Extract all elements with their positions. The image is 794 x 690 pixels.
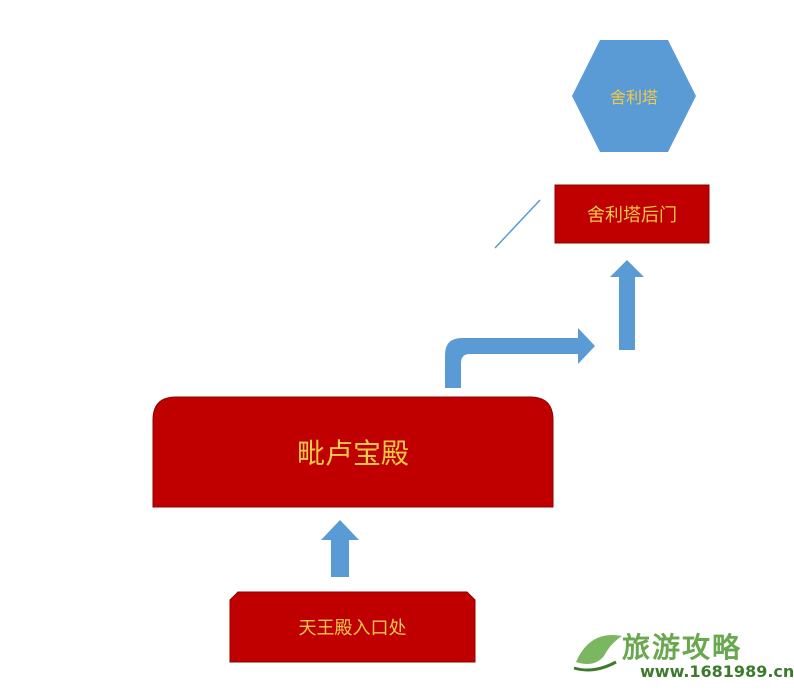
back-gate-box <box>554 184 710 244</box>
pagoda-label: 舍利塔 <box>609 88 658 107</box>
up-arrow-to-back-gate <box>610 260 644 350</box>
watermark-url: www.1681989.cn <box>640 662 794 681</box>
up-arrow-to-main-hall <box>321 520 359 577</box>
leaf-logo-icon <box>573 635 622 672</box>
back-gate-label: 舍利塔后门 <box>587 205 677 226</box>
bent-arrow <box>445 328 595 388</box>
entrance-label: 天王殿入口处 <box>298 618 407 639</box>
diagonal-line <box>494 199 541 249</box>
pagoda-hexagon <box>572 40 696 152</box>
watermark: 旅游攻略 www.1681989.cn <box>570 622 794 686</box>
watermark-name: 旅游攻略 <box>622 631 743 664</box>
main-hall-box <box>152 396 554 508</box>
entrance-box <box>229 591 476 663</box>
flow-diagram <box>152 40 710 663</box>
main-hall-label: 毗卢宝殿 <box>296 437 409 470</box>
